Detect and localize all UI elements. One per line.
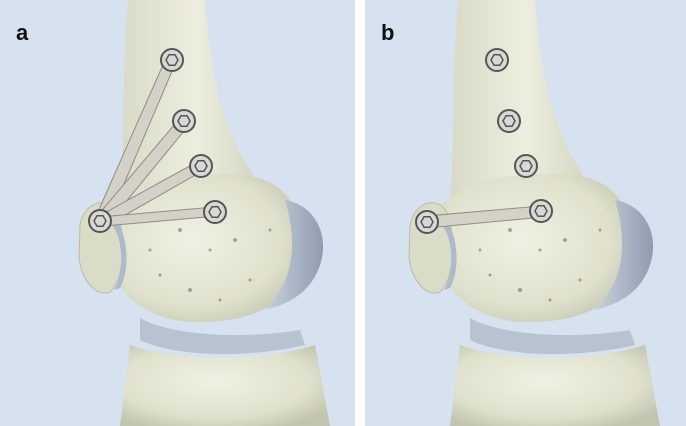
tibia [120, 345, 330, 426]
screw-icon [173, 110, 195, 132]
tibial-cartilage [140, 318, 305, 354]
screw-icon [190, 155, 212, 177]
patella-screw-icon [89, 210, 111, 232]
panel-b: b [365, 0, 686, 426]
tibia [450, 345, 660, 426]
femoral-condyle [104, 174, 301, 322]
panel-label-b: b [381, 20, 394, 46]
screw-icon [486, 49, 508, 71]
screw-icon [515, 155, 537, 177]
screw-icon [530, 200, 552, 222]
screw-icon [204, 201, 226, 223]
screw-icon [161, 49, 183, 71]
panel-label-a: a [16, 20, 28, 46]
panel-a: a [0, 0, 355, 426]
knee-illustration-b [365, 0, 686, 426]
tibial-cartilage [470, 318, 635, 354]
screw-icon [498, 110, 520, 132]
patella-screw-icon [416, 211, 438, 233]
knee-illustration-a [0, 0, 355, 426]
femoral-condyle [434, 174, 631, 322]
